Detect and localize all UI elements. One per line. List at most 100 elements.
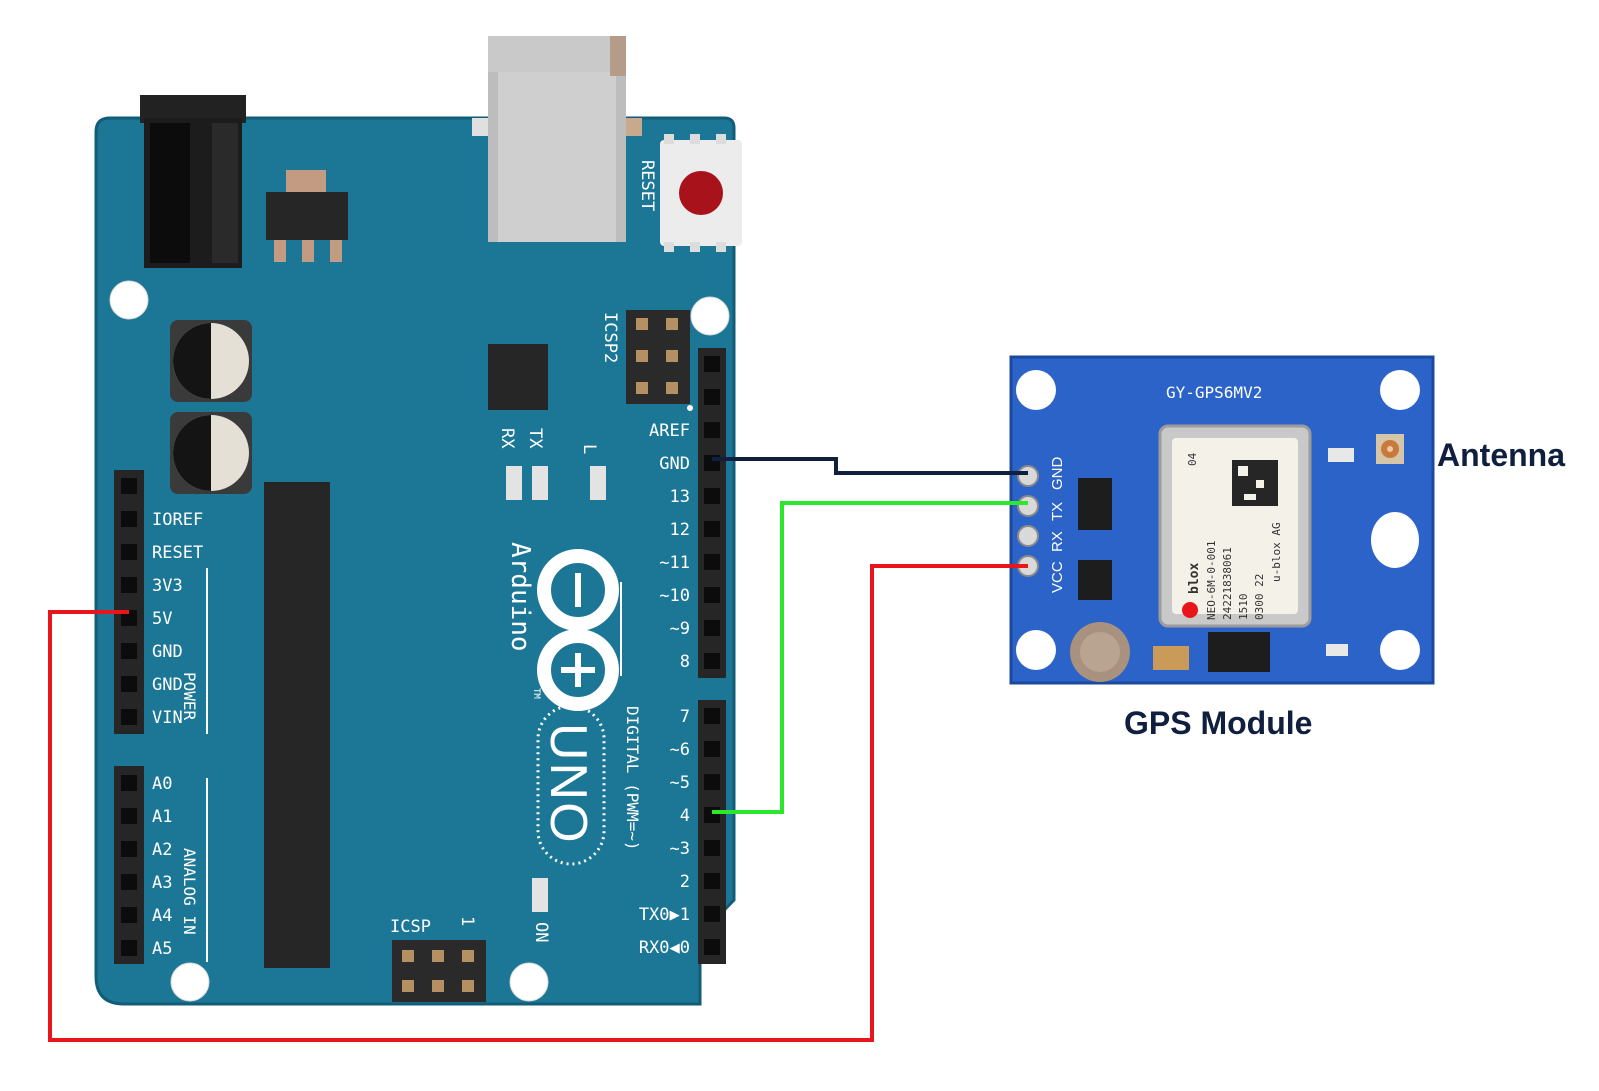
capacitor — [170, 320, 252, 402]
digital-pin-label: 4 — [680, 806, 690, 826]
gps-capacitor — [1153, 646, 1189, 670]
antenna-caption: Antenna — [1437, 437, 1565, 473]
mounting-hole — [109, 280, 149, 320]
tx-led — [532, 466, 548, 500]
rx-led-label: RX — [497, 428, 517, 449]
usb-interface-chip — [488, 344, 548, 410]
wire-tx-to-d4 — [712, 501, 1028, 814]
digital-pin-label: 2 — [680, 872, 690, 892]
power-header-pin — [121, 676, 137, 692]
digital-header-pin — [704, 389, 720, 405]
arduino-pcb — [94, 116, 736, 1006]
power-pin-label: GND — [152, 642, 183, 662]
digital-header-pin — [704, 521, 720, 537]
icsp2-label: ICSP2 — [600, 312, 620, 363]
chip-vendor-label: u-blox AG — [1270, 522, 1283, 582]
gps-mounting-hole — [1016, 370, 1056, 410]
backup-battery — [1070, 622, 1130, 682]
gps-module-caption: GPS Module — [1124, 705, 1312, 741]
microcontroller-chip — [264, 482, 330, 968]
analog-header — [114, 766, 144, 964]
mounting-hole — [690, 296, 730, 336]
digital-header-bottom — [698, 700, 726, 964]
power-pin-label: VIN — [152, 708, 183, 728]
gps-mounting-hole — [1371, 512, 1419, 568]
dc-power-jack — [140, 95, 246, 268]
icsp-label: ICSP — [390, 917, 431, 937]
analog-header-pin — [121, 775, 137, 791]
gps-pin-label-tx: TX — [1049, 502, 1066, 521]
analog-header-pin — [121, 907, 137, 923]
digital-header-pin — [704, 741, 720, 757]
digital-header-pin — [704, 906, 720, 922]
digital-pin-label: 13 — [670, 487, 690, 507]
voltage-regulator — [266, 170, 348, 262]
digital-header-pin — [704, 488, 720, 504]
arduino-brand-label: Arduino — [505, 542, 535, 652]
power-pin-label: 5V — [152, 609, 172, 629]
gps-pin-label-vcc: VCC — [1049, 561, 1066, 593]
power-header-pin — [121, 577, 137, 593]
analog-pin-label: A4 — [152, 906, 172, 926]
power-header-pin — [121, 478, 137, 494]
analog-pin-label: A0 — [152, 774, 172, 794]
digital-header-pin — [704, 587, 720, 603]
analog-header-pin — [121, 940, 137, 956]
analog-pin-label: A5 — [152, 939, 172, 959]
digital-header-pin — [704, 653, 720, 669]
gps-module: GY-GPS6MV2 GND TX RX VCC 04 blox NEO-6M-… — [1009, 355, 1435, 685]
rx-led — [506, 466, 522, 500]
icsp2-header — [626, 310, 690, 404]
digital-header-pin — [704, 422, 720, 438]
reset-button — [660, 134, 742, 252]
digital-pin-label: ~6 — [670, 740, 690, 760]
digital-pin-label: 7 — [680, 707, 690, 727]
analog-pin-label: A1 — [152, 807, 172, 827]
power-header-pin — [121, 544, 137, 560]
digital-header-pin — [704, 939, 720, 955]
uno-badge — [536, 704, 606, 866]
gps-resistor — [1328, 448, 1354, 462]
tx-led-label: TX — [525, 428, 545, 449]
analog-pin-label: A2 — [152, 840, 172, 860]
digital-header-pin — [704, 873, 720, 889]
gps-regulator — [1208, 632, 1270, 672]
arduino-logo — [537, 549, 619, 711]
analog-header-pin — [121, 874, 137, 890]
gps-mounting-hole — [1380, 630, 1420, 670]
power-header — [114, 470, 144, 734]
l-led-label: L — [579, 444, 599, 454]
digital-pin-label: ~5 — [670, 773, 690, 793]
usb-connector — [472, 36, 642, 242]
digital-header-pin — [704, 774, 720, 790]
gps-ic-small — [1078, 478, 1112, 530]
gps-mounting-hole — [1016, 630, 1056, 670]
digital-header-pin — [704, 840, 720, 856]
digital-header-pin — [704, 554, 720, 570]
analog-header-pin — [121, 808, 137, 824]
digital-header-pin — [704, 620, 720, 636]
chip-line-3: 1510 — [1237, 594, 1250, 621]
gps-mounting-hole — [1380, 370, 1420, 410]
wire-gnd — [712, 457, 1028, 475]
digital-pin-label: ~10 — [659, 586, 690, 606]
trademark-label: TM — [531, 688, 541, 699]
digital-header-pin — [704, 708, 720, 724]
gps-ic-small — [1078, 560, 1112, 600]
reset-label: RESET — [637, 160, 657, 211]
uno-model-label: UNO — [539, 723, 597, 845]
analog-header-pin — [121, 841, 137, 857]
power-pin-label: RESET — [152, 543, 203, 563]
power-section-label: POWER — [180, 672, 199, 721]
power-header-pin — [121, 643, 137, 659]
digital-section-label: DIGITAL (PWM=~) — [623, 706, 642, 851]
gps-board-title: GY-GPS6MV2 — [1166, 383, 1262, 402]
chip-line-2: 24221838061 — [1221, 547, 1234, 620]
mounting-hole — [509, 962, 549, 1002]
digital-pin-label: RX0◀0 — [639, 938, 690, 958]
ublox-dot — [1182, 602, 1198, 618]
arduino-uno-board: RESET ICSP2 TX RX L Arduino TM — [94, 36, 742, 1006]
mounting-hole — [170, 962, 210, 1002]
on-led — [532, 878, 548, 912]
